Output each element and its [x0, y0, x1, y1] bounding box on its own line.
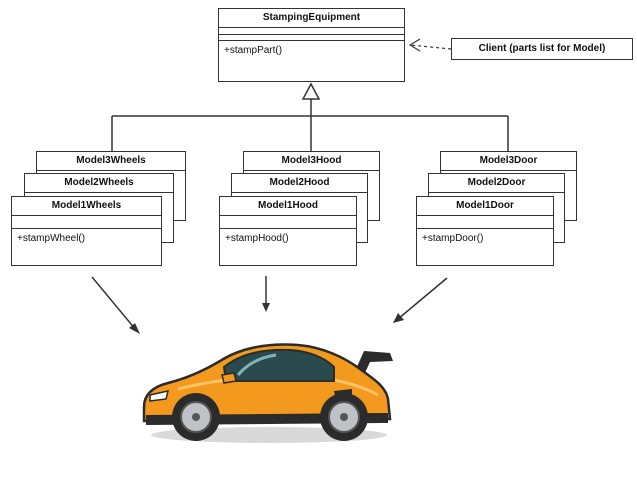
class-name: Model1Door [417, 197, 553, 216]
class-operation: +stampDoor() [422, 233, 484, 244]
class-attributes-2 [219, 35, 404, 41]
door-to-car-arrowhead [393, 313, 404, 323]
inheritance-arrowhead [301, 82, 321, 100]
class-name: Model3Wheels [37, 152, 185, 171]
class-name: Model2Wheels [25, 174, 173, 193]
car-spoiler [356, 351, 393, 375]
door-to-car-arrow [397, 277, 448, 320]
class-name: StampingEquipment [219, 9, 404, 28]
car-mirror [221, 372, 237, 384]
class-name: Model2Door [429, 174, 564, 193]
client-dependency-line [409, 44, 452, 50]
client-box: Client (parts list for Model) [451, 38, 633, 60]
class-attributes [220, 216, 356, 229]
class-attributes [417, 216, 553, 229]
car-front-hub [192, 413, 200, 421]
car-window-shine [236, 353, 277, 376]
class-attributes [12, 216, 161, 229]
car-rear-hub [340, 413, 348, 421]
client-dependency-arrowhead [408, 38, 421, 52]
wheels-to-car-arrowhead [129, 323, 140, 334]
car-icon [142, 343, 393, 443]
car-headlight [149, 390, 170, 402]
class-operation: +stampWheel() [17, 233, 86, 244]
class-stamping-equipment: StampingEquipment +stampPart() [218, 8, 405, 82]
class-name: Model1Wheels [12, 197, 161, 216]
hood-to-car-arrowhead [262, 303, 270, 312]
class-operation: +stampHood() [225, 233, 289, 244]
class-model1-hood: Model1Hood +stampHood() [219, 196, 357, 266]
car-window [222, 348, 335, 382]
class-model1-wheels: Model1Wheels +stampWheel() [11, 196, 162, 266]
class-operation: +stampPart() [224, 45, 283, 56]
class-name: Model3Hood [244, 152, 379, 171]
class-model1-door: Model1Door +stampDoor() [416, 196, 554, 266]
class-name: Model2Hood [232, 174, 367, 193]
class-attributes [219, 28, 404, 35]
class-name: Model3Door [441, 152, 576, 171]
wheels-to-car-arrow [91, 276, 137, 331]
class-name: Model1Hood [220, 197, 356, 216]
